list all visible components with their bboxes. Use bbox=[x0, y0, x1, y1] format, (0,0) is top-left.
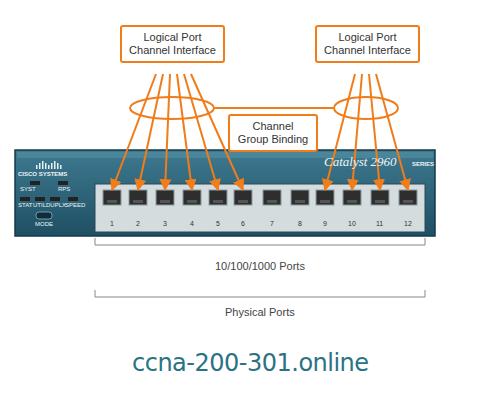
box-text: Logical Port Channel Interface bbox=[323, 31, 412, 57]
port-panel bbox=[95, 184, 425, 232]
port-latch bbox=[295, 200, 305, 203]
callout-number: 7 bbox=[270, 220, 274, 228]
led bbox=[35, 197, 45, 201]
port bbox=[103, 190, 121, 205]
brand-text: CISCO SYSTEMS bbox=[18, 171, 67, 178]
bracket-label: Physical Ports bbox=[225, 306, 295, 318]
port bbox=[234, 190, 252, 205]
port bbox=[183, 190, 201, 205]
callout-number: 12 bbox=[404, 220, 412, 228]
callout-number: 11 bbox=[376, 220, 383, 228]
led-label: DUPLX bbox=[46, 202, 66, 209]
brand-text: Catalyst 2960 bbox=[324, 155, 397, 169]
port bbox=[156, 190, 174, 205]
port-arrow bbox=[138, 74, 163, 190]
callout-number: 9 bbox=[323, 220, 327, 228]
watermark: ccna-200-301.online bbox=[132, 350, 369, 376]
binding-box: Channel Group Binding bbox=[228, 114, 318, 152]
callout-number: 1 bbox=[110, 220, 114, 228]
port-latch bbox=[213, 200, 223, 203]
port-arrows bbox=[112, 74, 408, 190]
port-latch bbox=[403, 200, 413, 203]
bracket bbox=[95, 238, 425, 245]
led bbox=[58, 181, 68, 185]
led-label: RPS bbox=[58, 186, 70, 193]
callout-number: 4 bbox=[190, 220, 194, 228]
port-arrow bbox=[376, 74, 408, 190]
led bbox=[30, 181, 40, 185]
ports bbox=[103, 190, 417, 205]
cisco-logo bbox=[36, 161, 62, 169]
port-latch bbox=[375, 200, 385, 203]
callout-number: 2 bbox=[136, 220, 140, 228]
port-latch bbox=[267, 200, 277, 203]
bracket-label: 10/100/1000 Ports bbox=[215, 260, 305, 272]
port bbox=[291, 190, 309, 205]
port-latch bbox=[187, 200, 197, 203]
callout-number: 6 bbox=[241, 220, 245, 228]
binding-line bbox=[214, 107, 334, 109]
port bbox=[263, 190, 281, 205]
led-label: STAT bbox=[18, 202, 32, 209]
callout-number: 10 bbox=[348, 220, 356, 228]
led-label: SPEED bbox=[65, 202, 85, 209]
callout-box: Logical Port Channel Interface bbox=[120, 25, 225, 63]
port-arrow bbox=[352, 74, 362, 190]
mode-button bbox=[36, 212, 52, 219]
port-latch bbox=[133, 200, 143, 203]
box-text: Channel Group Binding bbox=[236, 120, 310, 146]
led-label: SYST bbox=[20, 186, 36, 193]
port-latch bbox=[160, 200, 170, 203]
port-latch bbox=[347, 200, 357, 203]
led bbox=[20, 197, 30, 201]
switch-chassis bbox=[15, 150, 435, 236]
port-arrow bbox=[184, 74, 218, 190]
callout-box: Logical Port Channel Interface bbox=[315, 25, 420, 63]
port bbox=[316, 190, 334, 205]
port-arrow bbox=[165, 74, 170, 190]
led bbox=[50, 197, 60, 201]
led-label: UTIL bbox=[33, 202, 46, 209]
port bbox=[209, 190, 227, 205]
port bbox=[343, 190, 361, 205]
port-arrow bbox=[325, 74, 355, 190]
port bbox=[371, 190, 389, 205]
port bbox=[399, 190, 417, 205]
callout-number: 3 bbox=[163, 220, 167, 228]
led-label: MODE bbox=[35, 221, 53, 228]
port-latch bbox=[107, 200, 117, 203]
bracket bbox=[95, 290, 425, 297]
callout-number: 5 bbox=[216, 220, 220, 228]
brand-text: SERIES bbox=[412, 161, 434, 168]
port-latch bbox=[238, 200, 248, 203]
port-arrow bbox=[112, 74, 156, 190]
port-latch bbox=[320, 200, 330, 203]
box-text: Logical Port Channel Interface bbox=[128, 31, 217, 57]
led bbox=[68, 197, 78, 201]
port-arrow bbox=[369, 74, 380, 190]
port bbox=[129, 190, 147, 205]
callout-number: 8 bbox=[298, 220, 302, 228]
